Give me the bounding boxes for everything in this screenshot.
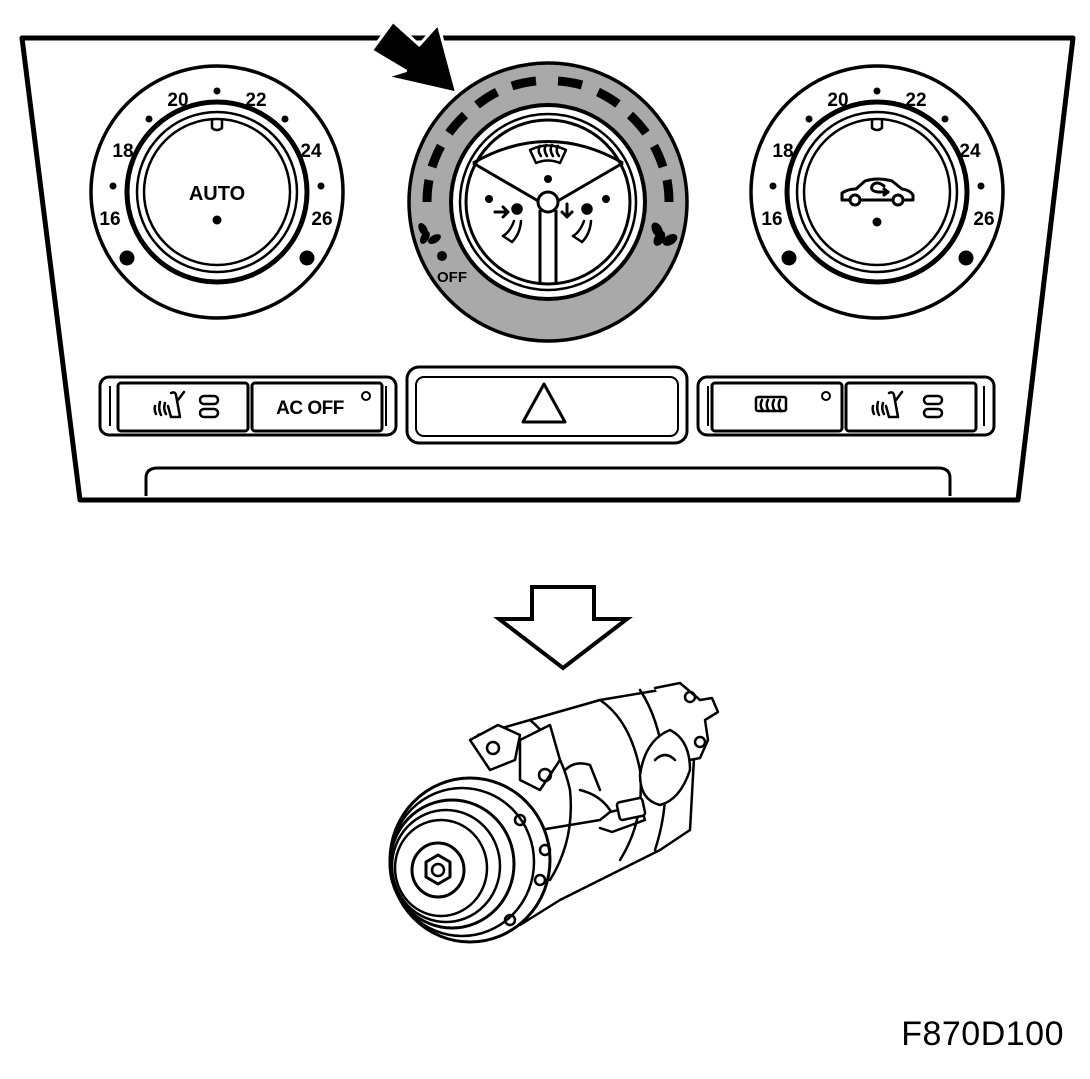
left-seat-heater-button[interactable] [116, 381, 250, 433]
floor-vent-icon [560, 202, 593, 244]
floor-vent-dot [602, 195, 610, 203]
hazard-triangle-icon [521, 382, 567, 424]
off-label: OFF [437, 269, 467, 286]
ac-off-led [361, 391, 371, 401]
left-dial-scale-dots [109, 87, 325, 266]
defrost-dot [544, 175, 552, 183]
heat-level-indicators [922, 394, 944, 419]
scale-16: 16 [761, 209, 782, 230]
ac-compressor-illustration [388, 681, 720, 944]
figure-id: F870D100 [901, 1015, 1064, 1053]
ac-off-button[interactable]: AC OFF [250, 381, 384, 433]
windshield-defrost-icon [528, 143, 568, 165]
scale-26: 26 [311, 209, 332, 230]
auto-label: AUTO [189, 183, 245, 205]
pointer-arrow-icon [369, 19, 459, 95]
rear-defrost-button[interactable] [710, 381, 844, 433]
fan-low-icon [418, 223, 441, 244]
recirculation-car-icon [840, 177, 915, 207]
dial-pointer-notch [210, 118, 224, 132]
scale-26: 26 [973, 209, 994, 230]
scale-20: 20 [167, 90, 188, 111]
left-temperature-dial[interactable]: AUTO 20 22 18 24 16 26 [89, 64, 345, 320]
heat-level-indicators [198, 394, 220, 419]
sector-dividers [472, 140, 624, 284]
scale-24: 24 [300, 141, 322, 162]
dial-center-dot [212, 215, 222, 225]
seat-heater-icon [871, 390, 904, 419]
face-vent-dot [485, 195, 493, 203]
scale-18: 18 [772, 141, 793, 162]
face-vent-icon [493, 203, 523, 244]
ac-off-label: AC OFF [276, 398, 344, 419]
fan-speed-segments [422, 76, 674, 203]
right-temperature-dial[interactable]: 20 22 18 24 16 26 [749, 64, 1005, 320]
right-seat-heater-button[interactable] [844, 381, 978, 433]
down-outline-arrow-icon [493, 585, 633, 671]
scale-20: 20 [827, 90, 848, 111]
right-dial-scale-dots [769, 87, 985, 266]
off-dot [437, 251, 447, 261]
scale-18: 18 [112, 141, 133, 162]
rear-defrost-led [821, 391, 831, 401]
scale-22: 22 [905, 90, 926, 111]
fan-high-icon [651, 222, 678, 246]
rear-defrost-icon [754, 395, 788, 413]
dial-center-dot [872, 217, 882, 227]
seat-heater-icon [153, 390, 186, 419]
scale-22: 22 [245, 90, 266, 111]
scale-16: 16 [99, 209, 120, 230]
dial-pointer-notch [870, 118, 884, 132]
scale-24: 24 [959, 141, 981, 162]
fan-distribution-dial[interactable]: OFF [407, 61, 689, 343]
hazard-button[interactable] [405, 365, 689, 445]
